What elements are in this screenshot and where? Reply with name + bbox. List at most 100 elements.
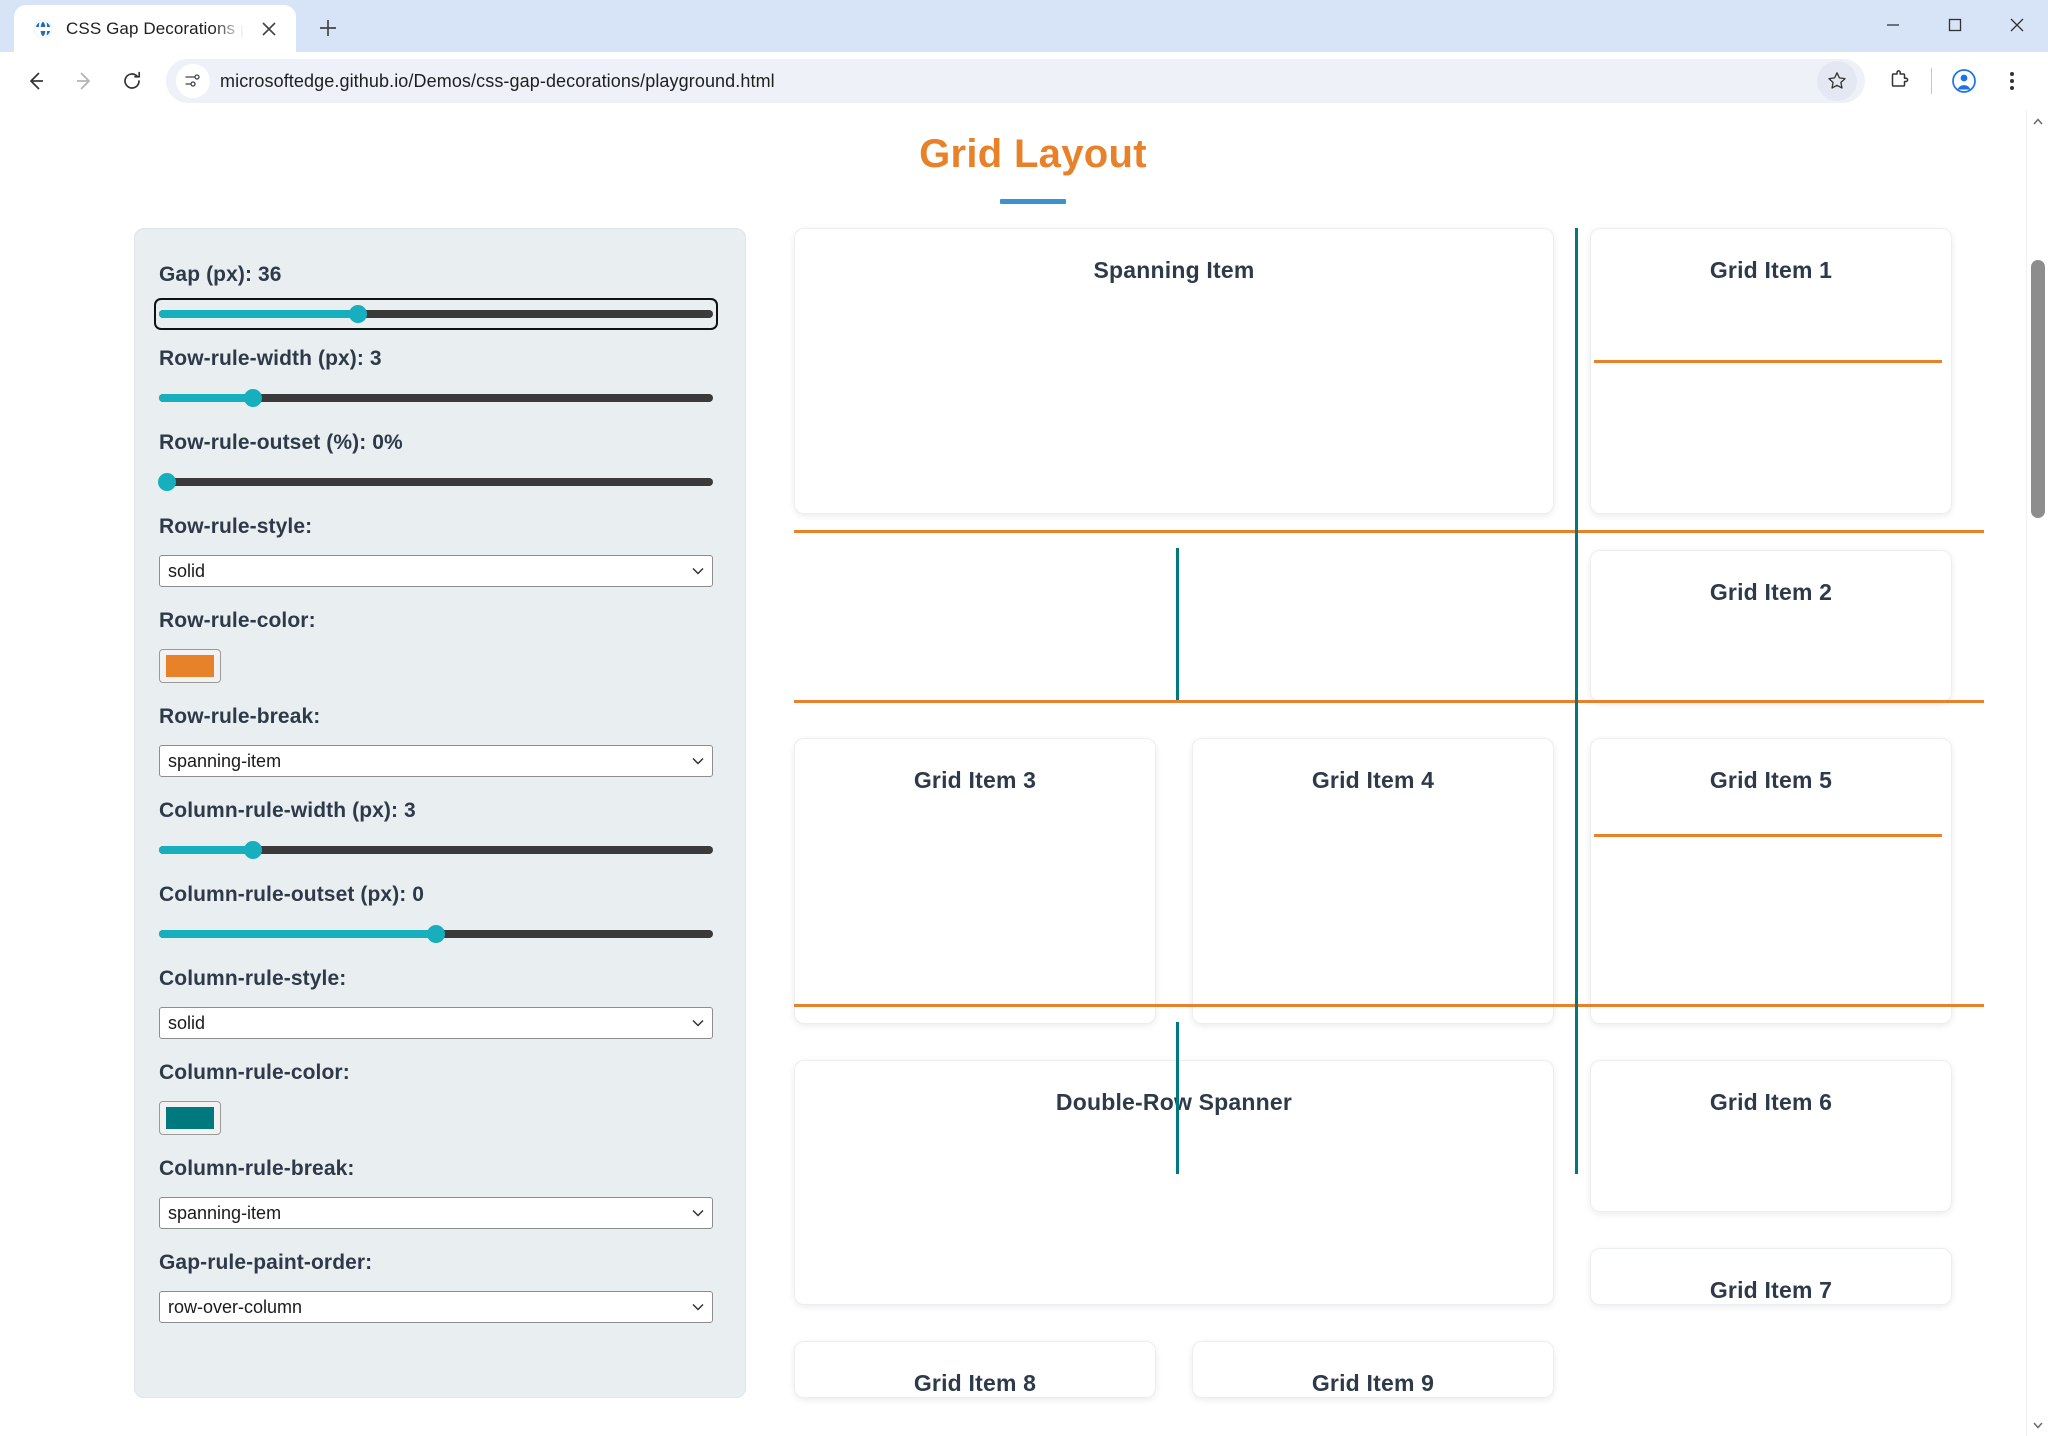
control-column-rule-style: Column-rule-style: solid xyxy=(159,967,713,1039)
grid-cell-item-5[interactable]: Grid Item 5 xyxy=(1590,738,1952,1024)
scroll-up-icon[interactable] xyxy=(2027,110,2048,132)
grid-item-label: Grid Item 6 xyxy=(1709,1089,1833,1115)
grid-item-label: Grid Item 5 xyxy=(1709,767,1833,793)
page-viewport: Grid Layout Gap (px): 36 xyxy=(0,110,2048,1436)
control-column-rule-break: Column-rule-break: spanning-item xyxy=(159,1157,713,1229)
row-rule-1 xyxy=(794,530,1984,533)
control-label: Column-rule-color: xyxy=(159,1061,350,1084)
slider-track xyxy=(159,310,713,318)
slider-thumb[interactable] xyxy=(158,473,177,491)
color-swatch xyxy=(166,655,214,677)
grid-cell-item-7[interactable]: Grid Item 7 xyxy=(1590,1248,1952,1305)
control-label: Column-rule-break: xyxy=(159,1157,355,1180)
slider-thumb[interactable] xyxy=(349,305,368,323)
control-column-rule-width: Column-rule-width (px): 3 xyxy=(159,799,713,861)
slider-fill xyxy=(159,846,254,854)
grid-cell-item-2[interactable]: Grid Item 2 xyxy=(1590,550,1952,702)
select-value: solid xyxy=(168,1012,206,1033)
select-value: solid xyxy=(168,560,206,581)
slider-track xyxy=(159,846,713,854)
column-rule-3-4 xyxy=(1176,548,1179,700)
grid-cell-double-row-spanner[interactable]: Double-Row Spanner xyxy=(794,1060,1554,1305)
grid-cell-item-9[interactable]: Grid Item 9 xyxy=(1192,1341,1554,1398)
chevron-down-icon xyxy=(692,757,706,765)
control-label: Row-rule-break: xyxy=(159,705,321,728)
row-rule-style-select[interactable]: solid xyxy=(159,555,713,587)
grid-cell-item-6[interactable]: Grid Item 6 xyxy=(1590,1060,1952,1212)
window-close-icon[interactable] xyxy=(1986,0,2048,50)
chevron-down-icon xyxy=(692,1019,706,1027)
control-label: Gap-rule-paint-order: xyxy=(159,1251,373,1274)
minimize-icon[interactable] xyxy=(1862,0,1924,50)
scrollbar-thumb[interactable] xyxy=(2031,260,2045,518)
close-icon[interactable] xyxy=(256,16,282,42)
star-icon[interactable] xyxy=(1817,61,1857,101)
chevron-down-icon xyxy=(692,1209,706,1217)
grid-item-label: Grid Item 7 xyxy=(1709,1277,1833,1303)
new-tab-button[interactable] xyxy=(306,6,350,50)
url-text: microsoftedge.github.io/Demos/css-gap-de… xyxy=(220,70,775,91)
grid-cell-spanning-item[interactable]: Spanning Item xyxy=(794,228,1554,514)
control-gap-rule-paint-order: Gap-rule-paint-order: row-over-column xyxy=(159,1251,713,1323)
control-label: Row-rule-outset (%): 0% xyxy=(159,431,403,454)
chevron-down-icon xyxy=(692,567,706,575)
slider-thumb[interactable] xyxy=(427,925,445,943)
row-rule-outset-slider[interactable] xyxy=(158,471,713,493)
control-column-rule-color: Column-rule-color: xyxy=(159,1061,713,1135)
select-value: spanning-item xyxy=(168,1202,282,1223)
grid-item-label: Spanning Item xyxy=(1093,257,1255,283)
profile-icon[interactable] xyxy=(1942,59,1986,103)
address-bar[interactable]: microsoftedge.github.io/Demos/css-gap-de… xyxy=(166,59,1865,103)
page-header: Grid Layout xyxy=(40,110,2026,204)
grid-cell-item-3[interactable]: Grid Item 3 xyxy=(794,738,1156,1024)
column-rule-span-1 xyxy=(1575,228,1578,530)
forward-arrow-icon[interactable] xyxy=(62,59,106,103)
browser-toolbar: microsoftedge.github.io/Demos/css-gap-de… xyxy=(0,52,2048,110)
control-row-rule-width: Row-rule-width (px): 3 xyxy=(159,347,713,409)
control-label: Column-rule-outset (px): 0 xyxy=(159,883,425,906)
back-arrow-icon[interactable] xyxy=(14,59,58,103)
row-rule-width-slider[interactable] xyxy=(159,387,713,409)
tab-title: CSS Gap Decorations playground xyxy=(66,18,244,38)
grid-cell-item-8[interactable]: Grid Item 8 xyxy=(794,1341,1156,1398)
page-title: Grid Layout xyxy=(919,132,1147,176)
slider-track xyxy=(159,394,713,402)
grid-item-label: Grid Item 4 xyxy=(1311,767,1435,793)
grid-item-label: Grid Item 1 xyxy=(1709,257,1833,283)
grid-cell-item-4[interactable]: Grid Item 4 xyxy=(1192,738,1554,1024)
reload-icon[interactable] xyxy=(110,59,154,103)
column-rule-style-select[interactable]: solid xyxy=(159,1007,713,1039)
grid-cell-item-1[interactable]: Grid Item 1 xyxy=(1590,228,1952,514)
column-rule-color-picker[interactable] xyxy=(159,1101,221,1135)
column-rule-outset-slider[interactable] xyxy=(159,923,713,945)
row-rule-color-picker[interactable] xyxy=(159,649,221,683)
title-underline xyxy=(1000,199,1066,204)
browser-tab[interactable]: CSS Gap Decorations playground xyxy=(14,5,296,52)
slider-track xyxy=(159,478,713,486)
slider-fill xyxy=(159,930,436,938)
scroll-down-icon[interactable] xyxy=(2027,1414,2048,1436)
gap-rule-paint-order-select[interactable]: row-over-column xyxy=(159,1291,713,1323)
maximize-icon[interactable] xyxy=(1924,0,1986,50)
control-row-rule-style: Row-rule-style: solid xyxy=(159,515,713,587)
grid-demo: Spanning Item Grid Item 1 Grid Item 2 Gr… xyxy=(794,228,1984,1398)
row-rule-break-select[interactable]: spanning-item xyxy=(159,745,713,777)
more-menu-icon[interactable] xyxy=(1990,59,2034,103)
control-label: Row-rule-style: xyxy=(159,515,313,538)
web-page: Grid Layout Gap (px): 36 xyxy=(0,110,2026,1436)
column-rule-width-slider[interactable] xyxy=(159,839,713,861)
slider-thumb[interactable] xyxy=(244,389,263,407)
demo-grid: Spanning Item Grid Item 1 Grid Item 2 Gr… xyxy=(794,228,1984,1398)
chevron-down-icon xyxy=(692,1303,706,1311)
page-scrollbar[interactable] xyxy=(2026,110,2048,1436)
grid-item-label: Grid Item 3 xyxy=(913,767,1037,793)
site-settings-icon[interactable] xyxy=(176,64,210,98)
control-column-rule-outset: Column-rule-outset (px): 0 xyxy=(159,883,713,945)
column-rule-break-select[interactable]: spanning-item xyxy=(159,1197,713,1229)
extensions-icon[interactable] xyxy=(1877,59,1921,103)
gap-slider[interactable] xyxy=(154,298,718,330)
slider-thumb[interactable] xyxy=(244,841,263,859)
toolbar-divider xyxy=(1931,68,1932,94)
tab-strip: CSS Gap Decorations playground xyxy=(0,0,2048,52)
color-swatch xyxy=(166,1107,214,1129)
